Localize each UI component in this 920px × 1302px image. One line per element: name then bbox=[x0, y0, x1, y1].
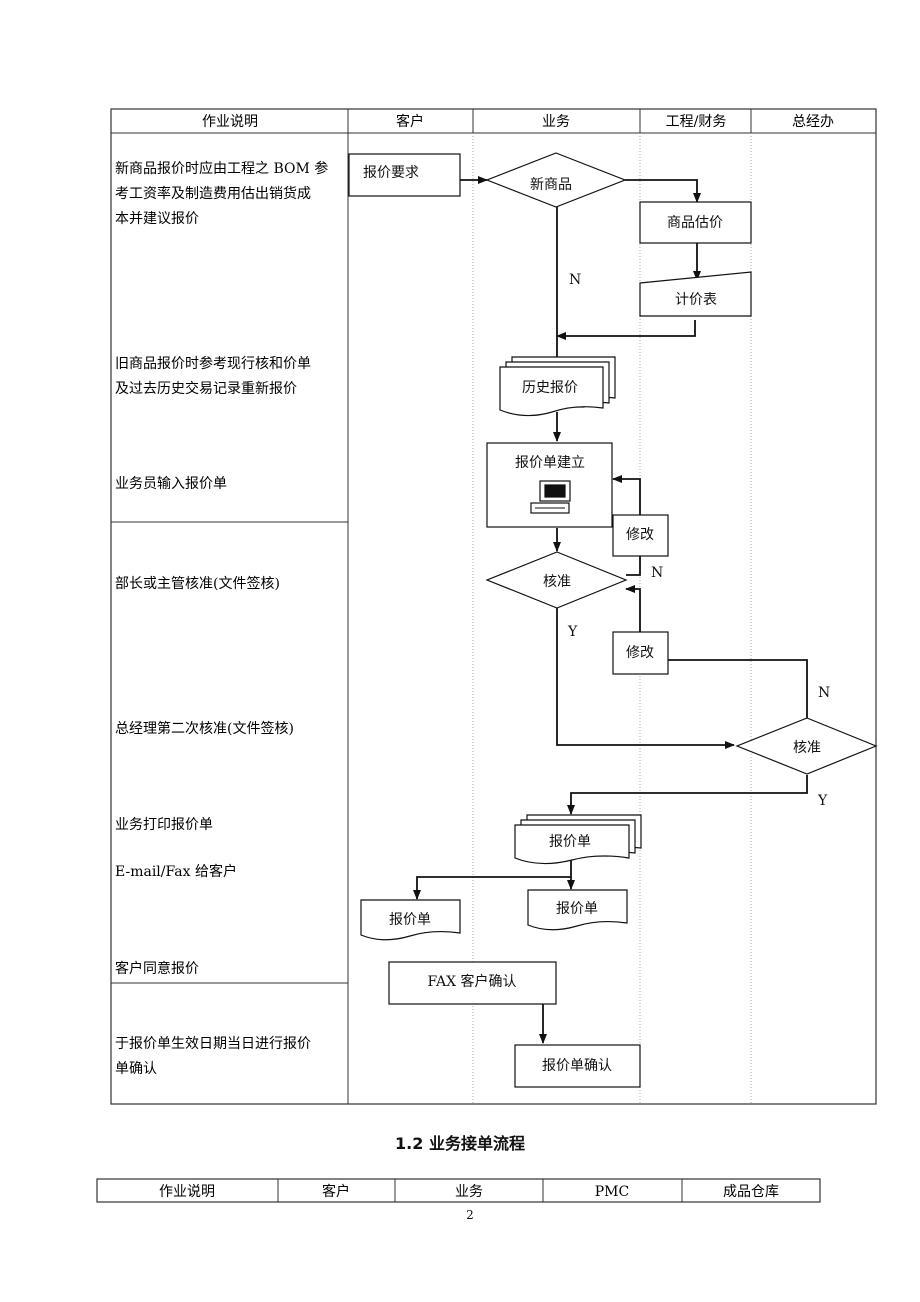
header-customer: 客户 bbox=[396, 113, 424, 130]
page-number: 2 bbox=[466, 1208, 474, 1222]
branch-label-n-approve-1: N bbox=[651, 565, 663, 581]
node-quote-print bbox=[514, 814, 642, 865]
section-title: 1.2 业务接单流程 bbox=[395, 1134, 525, 1153]
connector-approve-1-y-branch bbox=[556, 608, 735, 749]
branch-label-y-approve-2: Y bbox=[817, 793, 828, 809]
desc-new-product-line-3: 本并建议报价 bbox=[115, 211, 199, 227]
header-business: 业务 bbox=[542, 114, 570, 130]
node-quote-customer-copy bbox=[360, 899, 461, 941]
process-table-grid bbox=[110, 108, 877, 1105]
branch-label-n-approve-2: N bbox=[818, 685, 830, 701]
desc-email-fax: E-mail/Fax 给客户 bbox=[115, 863, 237, 880]
node-quote-business-copy bbox=[527, 889, 628, 931]
node-modify-1-label: 修改 bbox=[626, 527, 654, 543]
desc-new-product-line-2: 考工资率及制造费用估出销货成 bbox=[115, 185, 311, 202]
node-approve-2-decision bbox=[735, 717, 878, 775]
node-product-estimate-label: 商品估价 bbox=[667, 215, 723, 231]
node-modify-2 bbox=[612, 631, 669, 675]
connector-approve-2-y-to-print bbox=[567, 775, 808, 815]
computer-icon bbox=[530, 480, 571, 514]
node-history-quote bbox=[499, 356, 616, 417]
connector-approve-2-to-modify-2 bbox=[668, 659, 808, 718]
node-quote-request bbox=[348, 153, 461, 197]
connector-print-to-customer-copy bbox=[413, 876, 571, 900]
desc-manager-approval: 部长或主管核准(文件签核) bbox=[115, 575, 280, 592]
desc-old-product-line-2: 及过去历史交易记录重新报价 bbox=[115, 380, 297, 397]
node-approve-1-decision bbox=[485, 551, 628, 609]
order-header-pmc: PMC bbox=[595, 1184, 629, 1200]
desc-gm-approval: 总经理第二次核准(文件签核) bbox=[115, 720, 294, 737]
node-history-quote-label: 历史报价 bbox=[522, 380, 578, 396]
node-new-product-label: 新商品 bbox=[530, 177, 572, 193]
desc-old-product-line-1: 旧商品报价时参考现行核和价单 bbox=[115, 355, 311, 372]
branch-label-n-new-product: N bbox=[569, 272, 581, 288]
node-approve-2-label: 核准 bbox=[793, 740, 821, 756]
connector-new-product-to-estimate bbox=[625, 179, 701, 203]
desc-print-quote: 业务打印报价单 bbox=[115, 816, 213, 833]
connector-pricing-to-history bbox=[556, 320, 696, 340]
desc-confirm-line-2: 单确认 bbox=[115, 1061, 157, 1077]
desc-new-product-line-1: 新商品报价时应由工程之 BOM 参 bbox=[115, 160, 328, 177]
node-fax-confirm bbox=[388, 961, 557, 1005]
order-table-header: 作业说明 客户 业务 PMC 成品仓库 bbox=[96, 1178, 821, 1203]
node-quote-print-label: 报价单 bbox=[549, 834, 591, 850]
node-quote-request-label: 报价要求 bbox=[363, 165, 419, 181]
node-modify-2-label: 修改 bbox=[626, 645, 654, 661]
node-quote-confirm-label: 报价单确认 bbox=[542, 1058, 612, 1074]
node-new-product-decision bbox=[485, 152, 627, 208]
node-approve-1-label: 核准 bbox=[543, 574, 571, 590]
node-product-estimate bbox=[639, 201, 752, 244]
order-header-description: 作业说明 bbox=[159, 1184, 215, 1200]
desc-confirm-line-1: 于报价单生效日期当日进行报价 bbox=[115, 1036, 311, 1052]
node-quote-business-label: 报价单 bbox=[556, 901, 598, 917]
node-quote-customer-label: 报价单 bbox=[389, 912, 431, 928]
node-quote-confirm bbox=[514, 1044, 641, 1088]
connector-modify-2-to-approve-1 bbox=[625, 585, 641, 632]
header-engineering-finance: 工程/财务 bbox=[666, 114, 727, 130]
node-fax-confirm-label: FAX 客户确认 bbox=[427, 973, 516, 990]
node-quote-create-label: 报价单建立 bbox=[515, 455, 585, 471]
node-pricing-sheet bbox=[639, 271, 752, 317]
node-modify-1 bbox=[612, 514, 669, 557]
order-header-warehouse: 成品仓库 bbox=[723, 1184, 779, 1200]
order-header-customer: 客户 bbox=[322, 1183, 350, 1200]
desc-salesperson-input: 业务员输入报价单 bbox=[115, 476, 227, 492]
branch-label-y-approve-1: Y bbox=[567, 624, 578, 640]
header-description: 作业说明 bbox=[202, 114, 258, 130]
order-header-business: 业务 bbox=[455, 1184, 483, 1200]
desc-customer-agree: 客户同意报价 bbox=[115, 960, 199, 977]
header-general-office: 总经办 bbox=[792, 114, 834, 130]
node-pricing-sheet-label: 计价表 bbox=[675, 292, 717, 308]
